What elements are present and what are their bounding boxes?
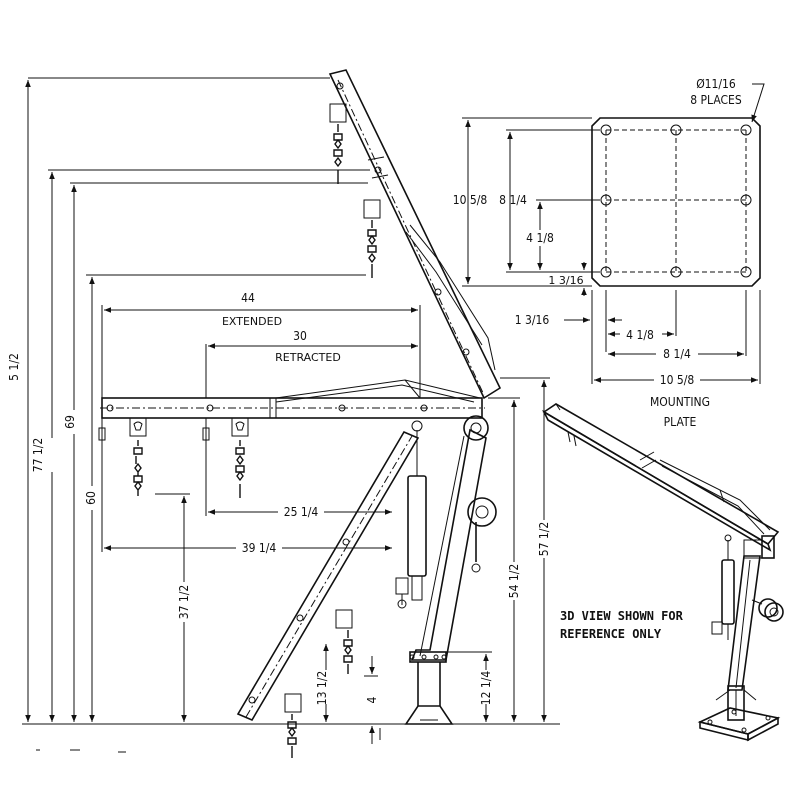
dim-12-group: 12 1/4	[446, 651, 496, 722]
dim-69: 69	[63, 415, 77, 429]
dim-54: 54 1/2	[507, 564, 521, 599]
plate-hole-note-2: 8 PLACES	[690, 93, 742, 107]
reference-note-line-1: 3D VIEW SHOWN FOR	[560, 609, 684, 623]
dim-37-group: 37 1/2	[155, 493, 194, 722]
mounting-plate: Ø11/16 8 PLACES 10 5/8 8 1/4 4 1/8 1 3/1…	[453, 77, 765, 429]
dim-extended-label: EXTENDED	[222, 315, 282, 328]
dim-60: 60	[84, 491, 98, 505]
plate-height-outer: 10 5/8	[453, 193, 488, 207]
dim-overall-height: 5 1/2	[7, 353, 21, 381]
dim-retracted: 30	[293, 329, 307, 343]
plate-height-half: 4 1/8	[526, 231, 554, 245]
dim-39: 39 1/4	[242, 541, 277, 555]
plate-hole-note-1: Ø11/16	[696, 77, 736, 91]
left-dimensions: 5 1/2 77 1/2 69 60	[4, 77, 370, 722]
plate-title-1: MOUNTING	[650, 395, 710, 409]
crane-3d-view	[542, 403, 784, 742]
plate-width-outer: 10 5/8	[660, 373, 695, 387]
dim-37: 37 1/2	[177, 585, 191, 620]
crane-side-view	[98, 69, 502, 725]
dim-57: 57 1/2	[537, 522, 551, 557]
reach-dimensions: 44 EXTENDED 30 RETRACTED 25 1/4 39 1/4	[101, 291, 421, 556]
plate-width-inner: 8 1/4	[663, 347, 691, 361]
dim-12: 12 1/4	[479, 671, 493, 706]
plate-edge-horiz: 1 3/16	[515, 313, 550, 327]
reference-note-line-2: REFERENCE ONLY	[560, 627, 662, 641]
dim-retracted-label: RETRACTED	[275, 351, 341, 364]
dim-77: 77 1/2	[31, 438, 45, 473]
plate-height-inner: 8 1/4	[499, 193, 527, 207]
bottom-marks	[36, 728, 381, 753]
plate-edge-vert: 1 3/16	[548, 274, 583, 287]
plate-title-2: PLATE	[664, 415, 697, 429]
dim-hook-heights: 13 1/2 4	[310, 644, 379, 744]
dim-extended: 44	[241, 291, 255, 305]
dim-13: 13 1/2	[315, 671, 329, 706]
dim-25: 25 1/4	[284, 505, 319, 519]
chains	[133, 124, 377, 758]
plate-width-half: 4 1/8	[626, 328, 654, 342]
dim-4: 4	[365, 696, 379, 703]
dim-right-heights: 57 1/2 54 1/2	[488, 377, 554, 722]
